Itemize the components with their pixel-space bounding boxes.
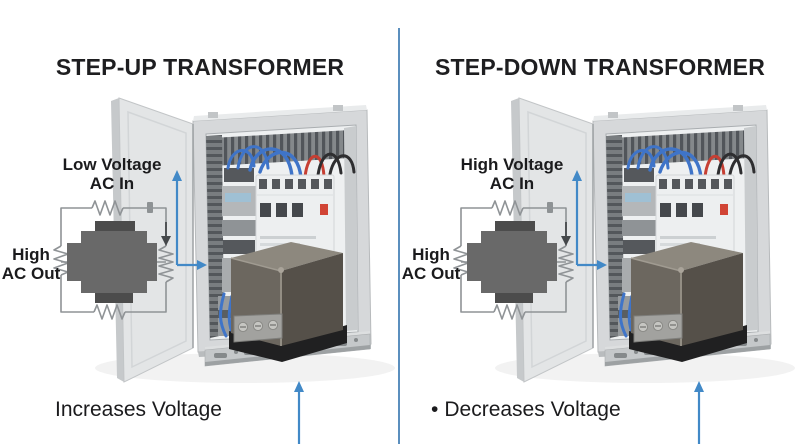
caption-step-up: Increases Voltage (49, 398, 222, 422)
output-voltage-line2: AC Out (401, 264, 461, 283)
input-voltage-label: High Voltage AC In (427, 155, 597, 193)
input-voltage-line2: AC In (489, 174, 535, 193)
panel-step-up: STEP-UP TRANSFORMER Low Voltage AC In Hi… (0, 54, 397, 444)
input-voltage-line1: High Voltage (460, 155, 564, 174)
page-title-step-up: STEP-UP TRANSFORMER (55, 54, 345, 80)
input-voltage-label: Low Voltage AC In (27, 155, 197, 193)
caption-step-down: •Decreases Voltage (431, 398, 621, 422)
panel-step-down: STEP-DOWN TRANSFORMER High Voltage AC In… (400, 0, 800, 444)
output-voltage-label: High AC Out (0, 245, 62, 283)
output-voltage-label: High AC Out (400, 245, 462, 283)
caption-text: Increases Voltage (55, 398, 222, 421)
panel-divider (398, 28, 400, 444)
output-voltage-line1: High (12, 245, 50, 264)
caption-text: Decreases Voltage (444, 398, 621, 421)
caption-bullet: • (431, 398, 439, 421)
input-voltage-line2: AC In (89, 174, 135, 193)
output-voltage-line1: High (412, 245, 450, 264)
input-voltage-line1: Low Voltage (62, 155, 162, 174)
page-title-step-down: STEP-DOWN TRANSFORMER (434, 54, 766, 80)
output-voltage-line2: AC Out (1, 264, 61, 283)
